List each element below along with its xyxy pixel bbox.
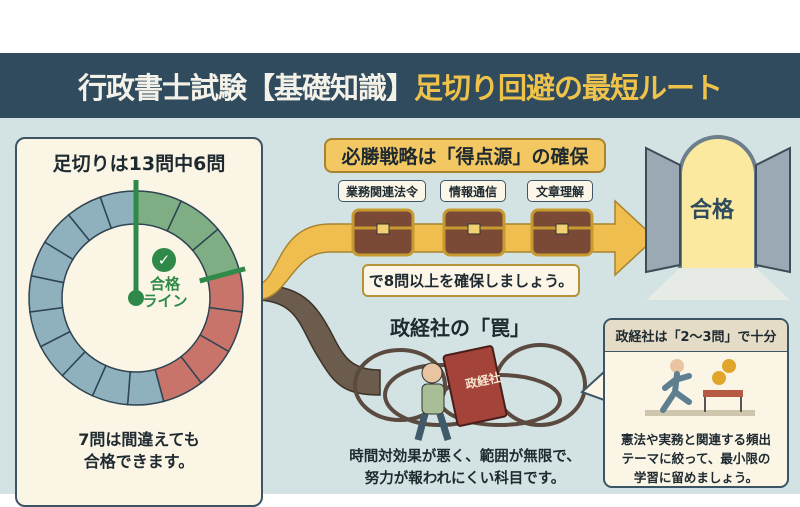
stressed-person-icon [414, 362, 452, 442]
desc-line: 時間対効果が悪く、範囲が無限で、 [349, 449, 581, 465]
gauge-hub [128, 290, 144, 306]
advice-line: 学習に留めましょう。 [633, 470, 759, 485]
trap-description: 時間対効果が悪く、範囲が無限で、 努力が報われにくい科目です。 [335, 446, 595, 490]
treasure-chest-icon [442, 208, 506, 257]
desc-line: 努力が報われにくい科目です。 [364, 471, 566, 487]
advice-line: テーマに絞って、最小限の [621, 451, 771, 466]
advice-title: 政経社は「2～3問」で十分 [605, 320, 787, 352]
treasure-chests [351, 135, 791, 442]
hurdle-runner-icon [645, 359, 755, 416]
note-line: 7問は間違えても [78, 430, 200, 449]
cutoff-gauge [28, 180, 246, 406]
trap-path [254, 284, 381, 396]
check-icon: ✓ [152, 248, 176, 272]
pass-label: 合格 [149, 275, 180, 293]
pass-line-marker [199, 266, 246, 284]
pass-label: ライン [142, 292, 188, 310]
advice-text: 憲法や実務と関連する頻出 テーマに絞って、最小限の 学習に留めましょう。 [605, 430, 787, 486]
cutoff-note: 7問は間違えても 合格できます。 [17, 429, 261, 473]
pass-line-label: 合格 ライン [140, 276, 190, 310]
book-icon [442, 345, 508, 427]
advice-line: 憲法や実務と関連する頻出 [620, 432, 771, 447]
advice-bubble: 政経社は「2～3問」で十分 憲法や実務と関連する頻出 テーマに絞って、最小限の … [603, 318, 789, 488]
treasure-chest-icon [351, 208, 415, 257]
treasure-chest-icon [530, 208, 594, 257]
door-label: 合格 [690, 198, 735, 223]
title-accent: 足切り回避の最短ルート [414, 70, 723, 105]
tag-business-law: 業務関連法令 [338, 180, 426, 202]
door-icon [645, 135, 791, 300]
tag-reading: 文章理解 [527, 180, 593, 202]
title-main: 行政書士試験【基礎知識】 [77, 70, 415, 105]
note-line: 合格できます。 [83, 452, 195, 471]
trap-title: 政経社の「罠」 [390, 316, 530, 340]
secure-message: で8問以上を確保しましょう。 [362, 264, 580, 297]
strategy-title: 必勝戦略は「得点源」の確保 [324, 138, 606, 173]
tag-info-comm: 情報通信 [440, 180, 506, 202]
cutoff-title: 足切りは13問中6問 [52, 153, 226, 175]
title-banner: 行政書士試験【基礎知識】足切り回避の最短ルート [0, 53, 800, 118]
